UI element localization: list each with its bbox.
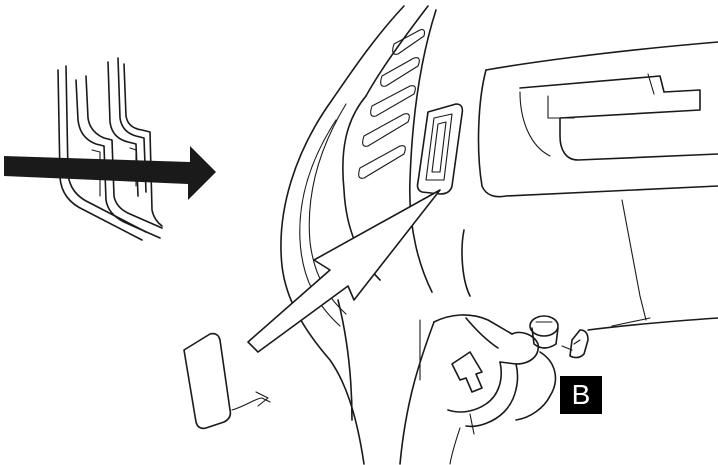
- hand: [400, 315, 555, 464]
- inset-cable-detail: [58, 58, 162, 240]
- diagnostic-connector: [418, 104, 463, 194]
- callout-label-b: B: [560, 376, 602, 414]
- clip-fastener: [530, 316, 588, 358]
- direction-arrow: [4, 146, 216, 200]
- glovebox-panel: [462, 42, 718, 330]
